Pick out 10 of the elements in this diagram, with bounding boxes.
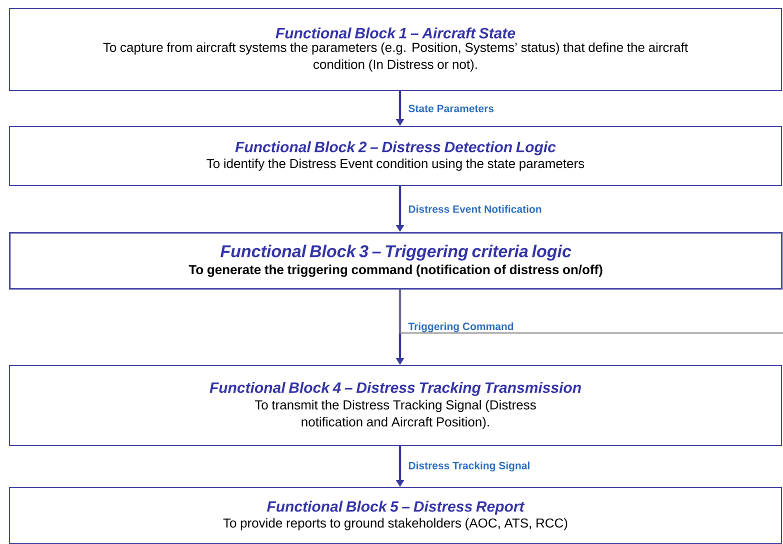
process-box: Functional Block 2 – Distress Detection Logic To identify the Distress Event condition using the state parameters [9,126,782,186]
process-box: Functional Block 1 – Aircraft State To capture from aircraft systems the parameters (e.g. Position, Systems’ status) that define the aircraft condition (In Distress or not). [9,8,782,91]
edge-label: Distress Event Notification [408,205,542,213]
process-box: Functional Block 3 – Triggering criteria logic To generate the triggering command (notification of distress on/off) [9,232,783,290]
branch-line [399,290,783,334]
process-box: Functional Block 4 – Distress Tracking Transmission To transmit the Distress Tracking Signal (Distress notification and Aircraft Position). [9,365,782,446]
edge-label: Distress Tracking Signal [408,462,530,472]
edge-label: State Parameters [408,104,494,112]
process-box: Functional Block 5 – Distress Report To provide reports to ground stakeholders (AOC, ATS, RCC) [9,487,782,544]
edge-label: Triggering Command [408,322,514,332]
